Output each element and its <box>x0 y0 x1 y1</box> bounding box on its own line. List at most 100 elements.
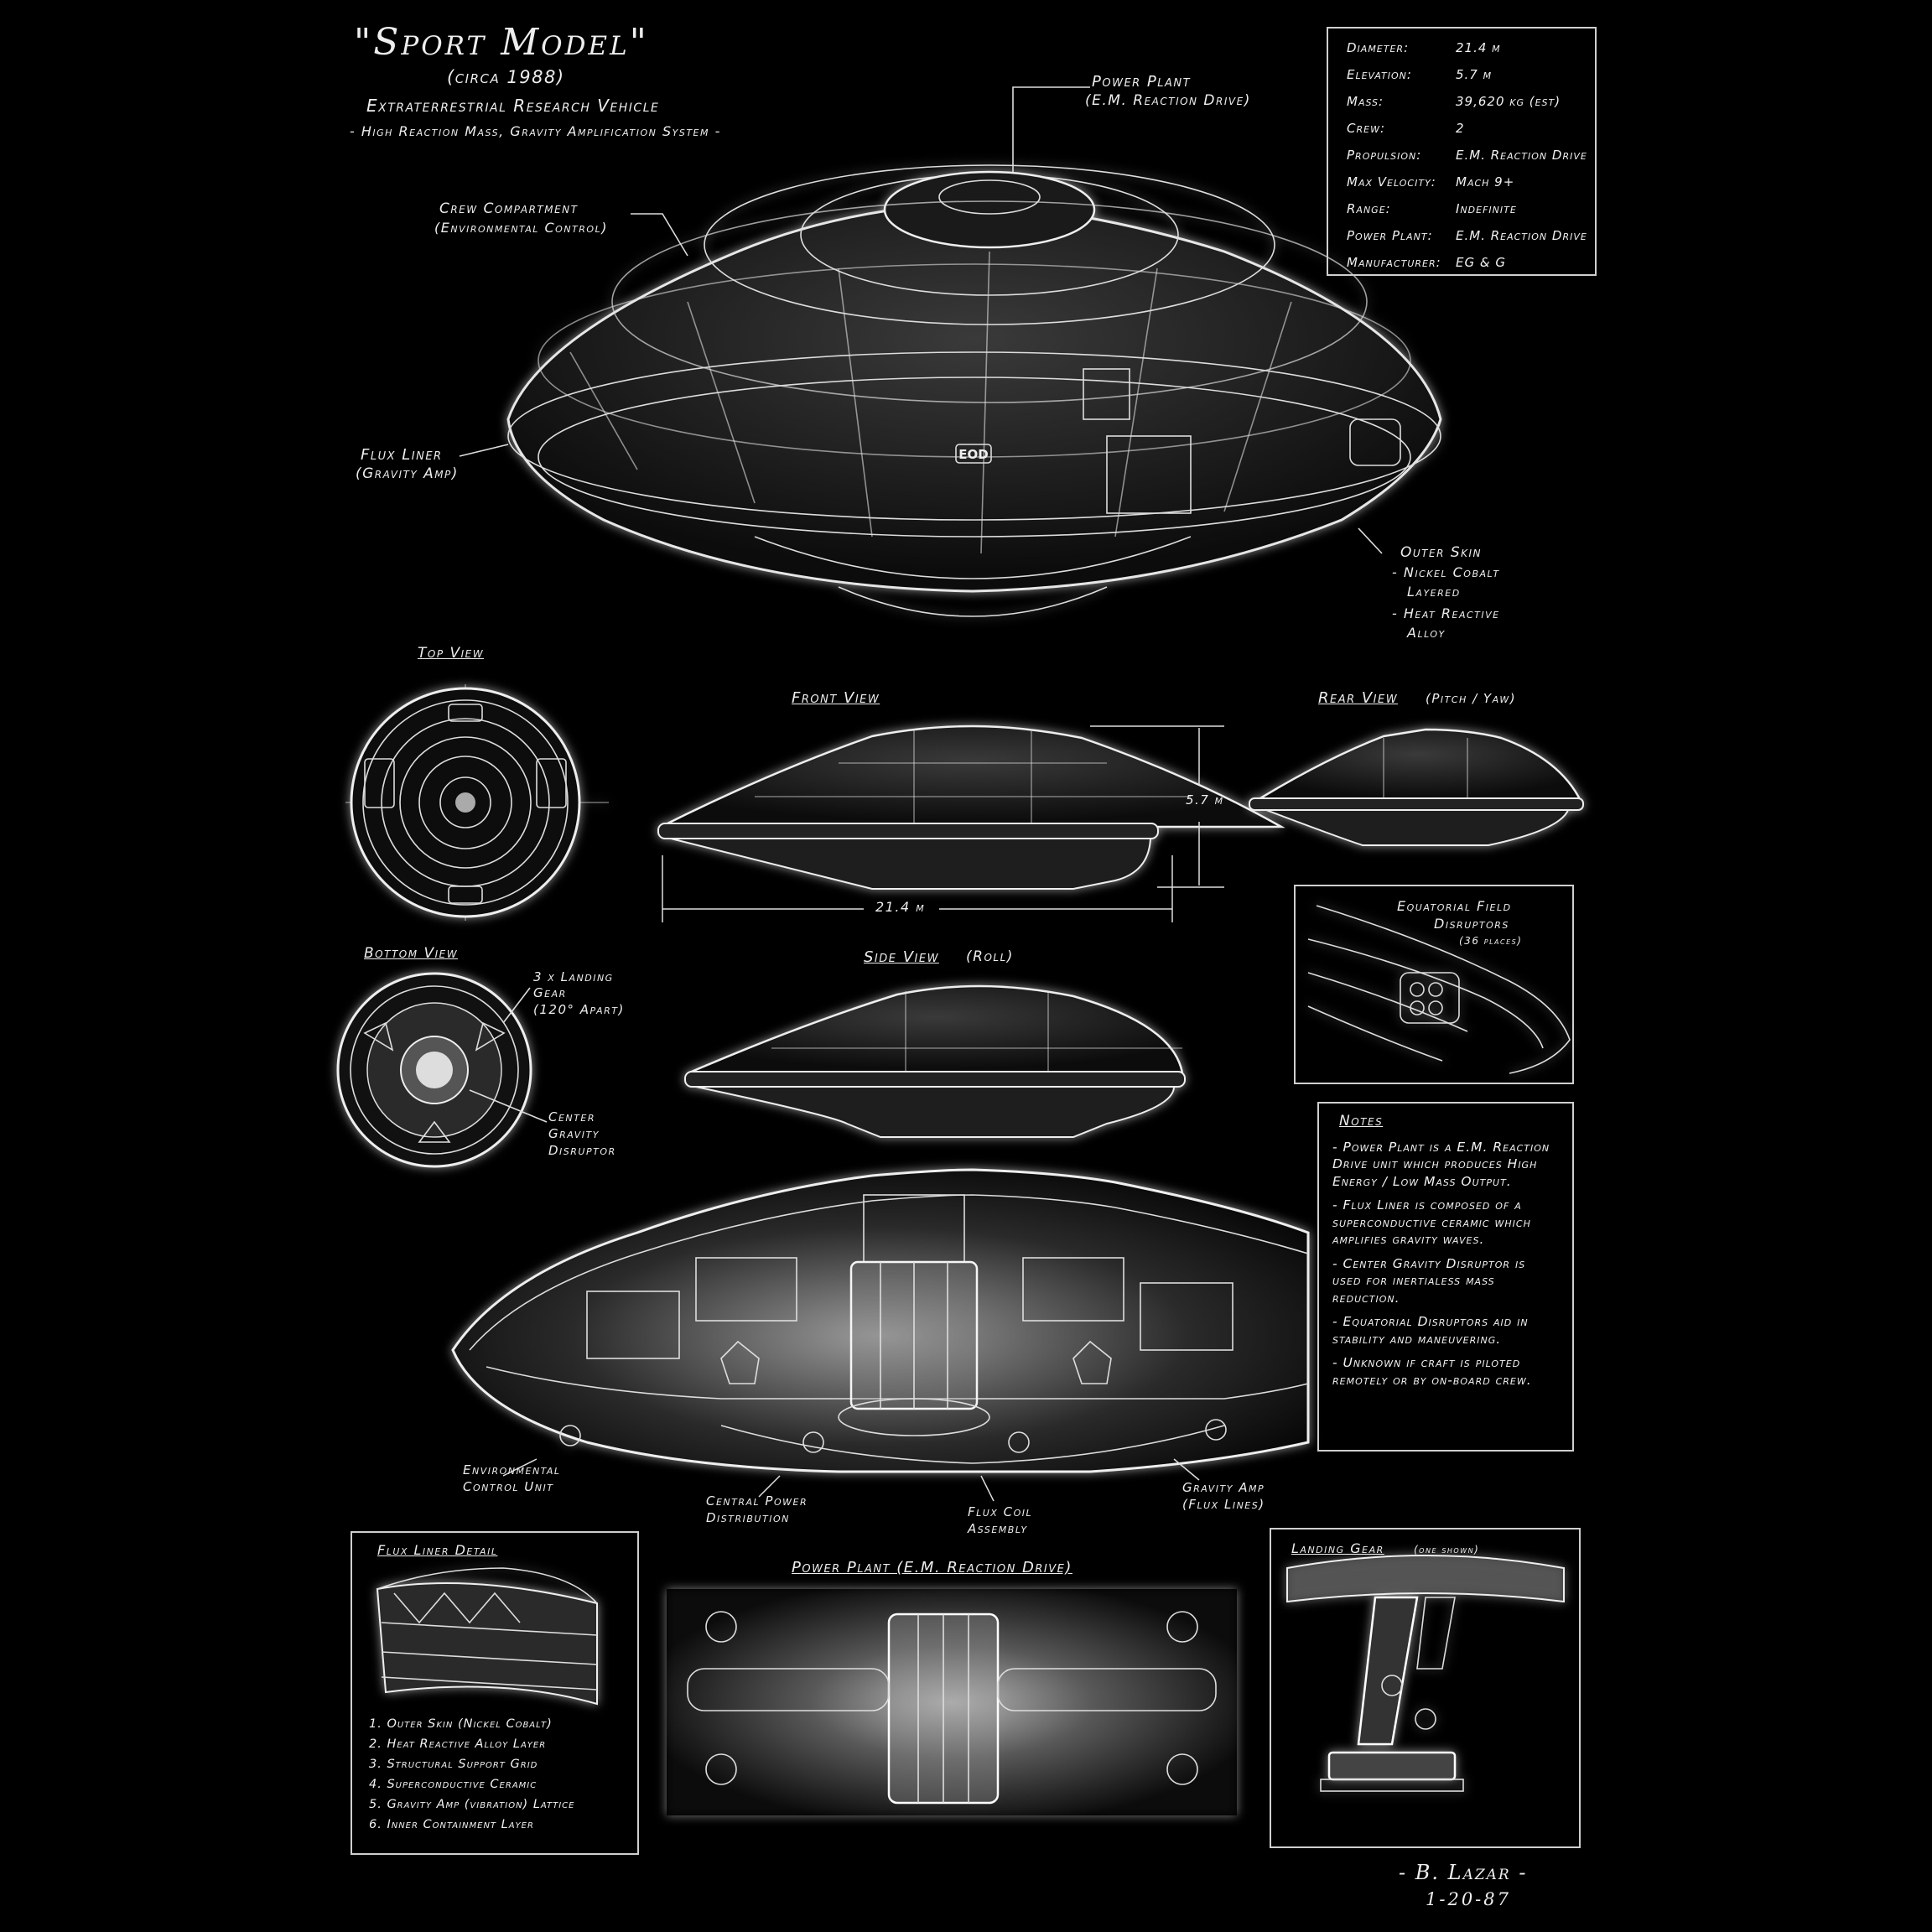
callout-outer-skin: Outer Skin <box>1400 544 1482 561</box>
note-item: - Power Plant is a E.M. Reaction Drive u… <box>1332 1139 1550 1189</box>
callout-flux: Flux Liner <box>361 446 443 464</box>
spec-value: 2 <box>1456 121 1465 136</box>
callout-outer-4: Alloy <box>1407 625 1446 641</box>
spec-value: Indefinite <box>1456 201 1517 216</box>
spec-value: 39,620 kg (est) <box>1456 94 1561 109</box>
center-callout-1: Center <box>548 1109 595 1124</box>
spec-row: Mass: 39,620 kg (est) <box>1347 94 1595 109</box>
fluxcoil-callout-2: Assembly <box>968 1521 1028 1536</box>
flux-layer-item: 1. Outer Skin (Nickel Cobalt) <box>369 1717 553 1731</box>
note-item: - Equatorial Disruptors aid in stability… <box>1332 1314 1529 1347</box>
spec-row: Power Plant: E.M. Reaction Drive <box>1347 228 1595 243</box>
spec-row: Max Velocity:Mach 9+ <box>1347 174 1595 190</box>
flux-layer-item: 3. Structural Support Grid <box>369 1758 538 1771</box>
tagline: - High Reaction Mass, Gravity Amplificat… <box>350 123 721 139</box>
rear-view-label: Rear View <box>1318 689 1399 707</box>
side-view-drawing <box>684 984 1186 1138</box>
spec-table: Diameter: 21.4 m Elevation: 5.7 m Mass: 39,62… <box>1327 27 1597 276</box>
spec-key: Manufacturer: <box>1347 255 1441 270</box>
power-plant-drawing <box>667 1589 1237 1815</box>
spec-key: Crew: <box>1347 121 1385 136</box>
spec-key: Elevation: <box>1347 67 1412 82</box>
spec-value: EG & G <box>1456 255 1506 270</box>
spec-value: 21.4 m <box>1456 40 1501 55</box>
cutaway-interior-drawing <box>451 1168 1310 1473</box>
spec-value: 5.7 m <box>1456 67 1493 82</box>
spec-key: Max Velocity: <box>1347 174 1436 190</box>
equatorial-title: Equatorial Field <box>1397 898 1512 914</box>
front-view-label: Front View <box>792 689 880 707</box>
gravamp-callout-1: Gravity Amp <box>1182 1480 1265 1495</box>
center-callout-3: Disruptor <box>548 1143 616 1158</box>
landing-gear-sub: (one shown) <box>1414 1544 1480 1555</box>
cpd-callout-1: Central Power <box>706 1493 808 1509</box>
landing-callout-3: (120° Apart) <box>533 1002 625 1017</box>
gravamp-callout-2: (Flux Lines) <box>1182 1497 1265 1512</box>
circa-label: (circa 1988) <box>447 67 565 87</box>
flux-layer-item: 4. Superconductive Ceramic <box>369 1778 538 1791</box>
callout-flux-sub: (Gravity Amp) <box>356 465 459 482</box>
center-callout-2: Gravity <box>548 1126 600 1141</box>
note-item: - Center Gravity Disruptor is used for i… <box>1332 1255 1526 1306</box>
power-plant-title: Power Plant (E.M. Reaction Drive) <box>792 1559 1072 1576</box>
spec-row: Crew: 2 <box>1347 121 1595 136</box>
env-callout-2: Control Unit <box>463 1479 554 1494</box>
note-item: - Unknown if craft is piloted remotely o… <box>1332 1355 1532 1388</box>
spec-value: E.M. Reaction Drive <box>1456 228 1587 243</box>
width-dimension: 21.4 m <box>875 899 926 915</box>
spec-key: Range: <box>1347 201 1391 216</box>
flux-liner-detail-panel <box>351 1531 639 1855</box>
subtitle: Extraterrestrial Research Vehicle <box>366 96 660 116</box>
spec-key: Propulsion: <box>1347 148 1422 163</box>
spec-value: E.M. Reaction Drive <box>1456 148 1587 163</box>
note-item: - Flux Liner is composed of a supercondu… <box>1332 1197 1531 1248</box>
page-title: "Sport Model" <box>354 21 649 64</box>
flux-layer-list: 1. Outer Skin (Nickel Cobalt) 2. Heat Rea… <box>369 1717 574 1838</box>
signature-date: 1-20-87 <box>1426 1889 1511 1909</box>
notes-title: Notes <box>1339 1113 1384 1130</box>
landing-gear-title: Landing Gear <box>1291 1540 1384 1556</box>
spec-row: Elevation: 5.7 m <box>1347 67 1595 82</box>
bottom-view-label: Bottom View <box>364 945 459 962</box>
callout-outer-3: - Heat Reactive <box>1392 605 1500 621</box>
flux-liner-layers-drawing <box>376 1567 598 1706</box>
spec-row: Propulsion: E.M. Reaction Drive <box>1347 148 1595 163</box>
callout-power-plant: Power Plant <box>1092 73 1192 91</box>
fluxcoil-callout-1: Flux Coil <box>968 1504 1033 1519</box>
top-view-drawing <box>345 684 609 921</box>
rear-view-sub: (Pitch / Yaw) <box>1426 691 1517 706</box>
landing-callout-1: 3 x Landing <box>533 969 614 984</box>
dimension-lines <box>662 725 1224 922</box>
spec-row: Diameter: 21.4 m <box>1347 40 1595 55</box>
callout-power-plant-sub: (E.M. Reaction Drive) <box>1085 92 1251 109</box>
leader-lines <box>459 86 1383 554</box>
spec-key: Mass: <box>1347 94 1384 109</box>
height-dimension: 5.7 m <box>1186 792 1224 808</box>
spec-key: Power Plant: <box>1347 228 1433 243</box>
flux-layer-item: 5. Gravity Amp (vibration) Lattice <box>369 1798 575 1811</box>
cpd-callout-2: Distribution <box>706 1510 790 1525</box>
notes-panel: Notes - Power Plant is a E.M. Reaction D… <box>1317 1102 1574 1452</box>
front-view-drawing <box>657 724 1285 890</box>
landing-gear-panel <box>1270 1528 1581 1848</box>
callout-outer-2: Layered <box>1407 584 1461 600</box>
equatorial-disruptor-panel <box>1294 885 1574 1084</box>
bottom-view-drawing <box>336 972 532 1168</box>
main-saucer-illustration: EOD <box>506 164 1442 617</box>
flux-layer-item: 2. Heat Reactive Alloy Layer <box>369 1737 547 1751</box>
hull-marking: EOD <box>958 447 988 462</box>
signature-name: - B. Lazar - <box>1399 1861 1528 1884</box>
callout-outer-1: - Nickel Cobalt <box>1392 564 1500 580</box>
env-callout-1: Environmental <box>463 1462 561 1478</box>
callout-crew: Crew Compartment <box>439 200 579 217</box>
side-view-sub: (Roll) <box>966 948 1014 965</box>
equatorial-title-2: Disruptors <box>1434 916 1509 932</box>
spec-row: Manufacturer: EG & G <box>1347 255 1595 270</box>
equatorial-disruptor-drawing <box>1307 905 1571 1074</box>
landing-gear-drawing <box>1286 1555 1565 1792</box>
callout-crew-sub: (Environmental Control) <box>434 220 608 236</box>
spec-row: Range: Indefinite <box>1347 201 1595 216</box>
flux-layer-item: 6. Inner Containment Layer <box>369 1818 534 1831</box>
spec-key: Diameter: <box>1347 40 1410 55</box>
side-view-label: Side View <box>864 948 939 966</box>
